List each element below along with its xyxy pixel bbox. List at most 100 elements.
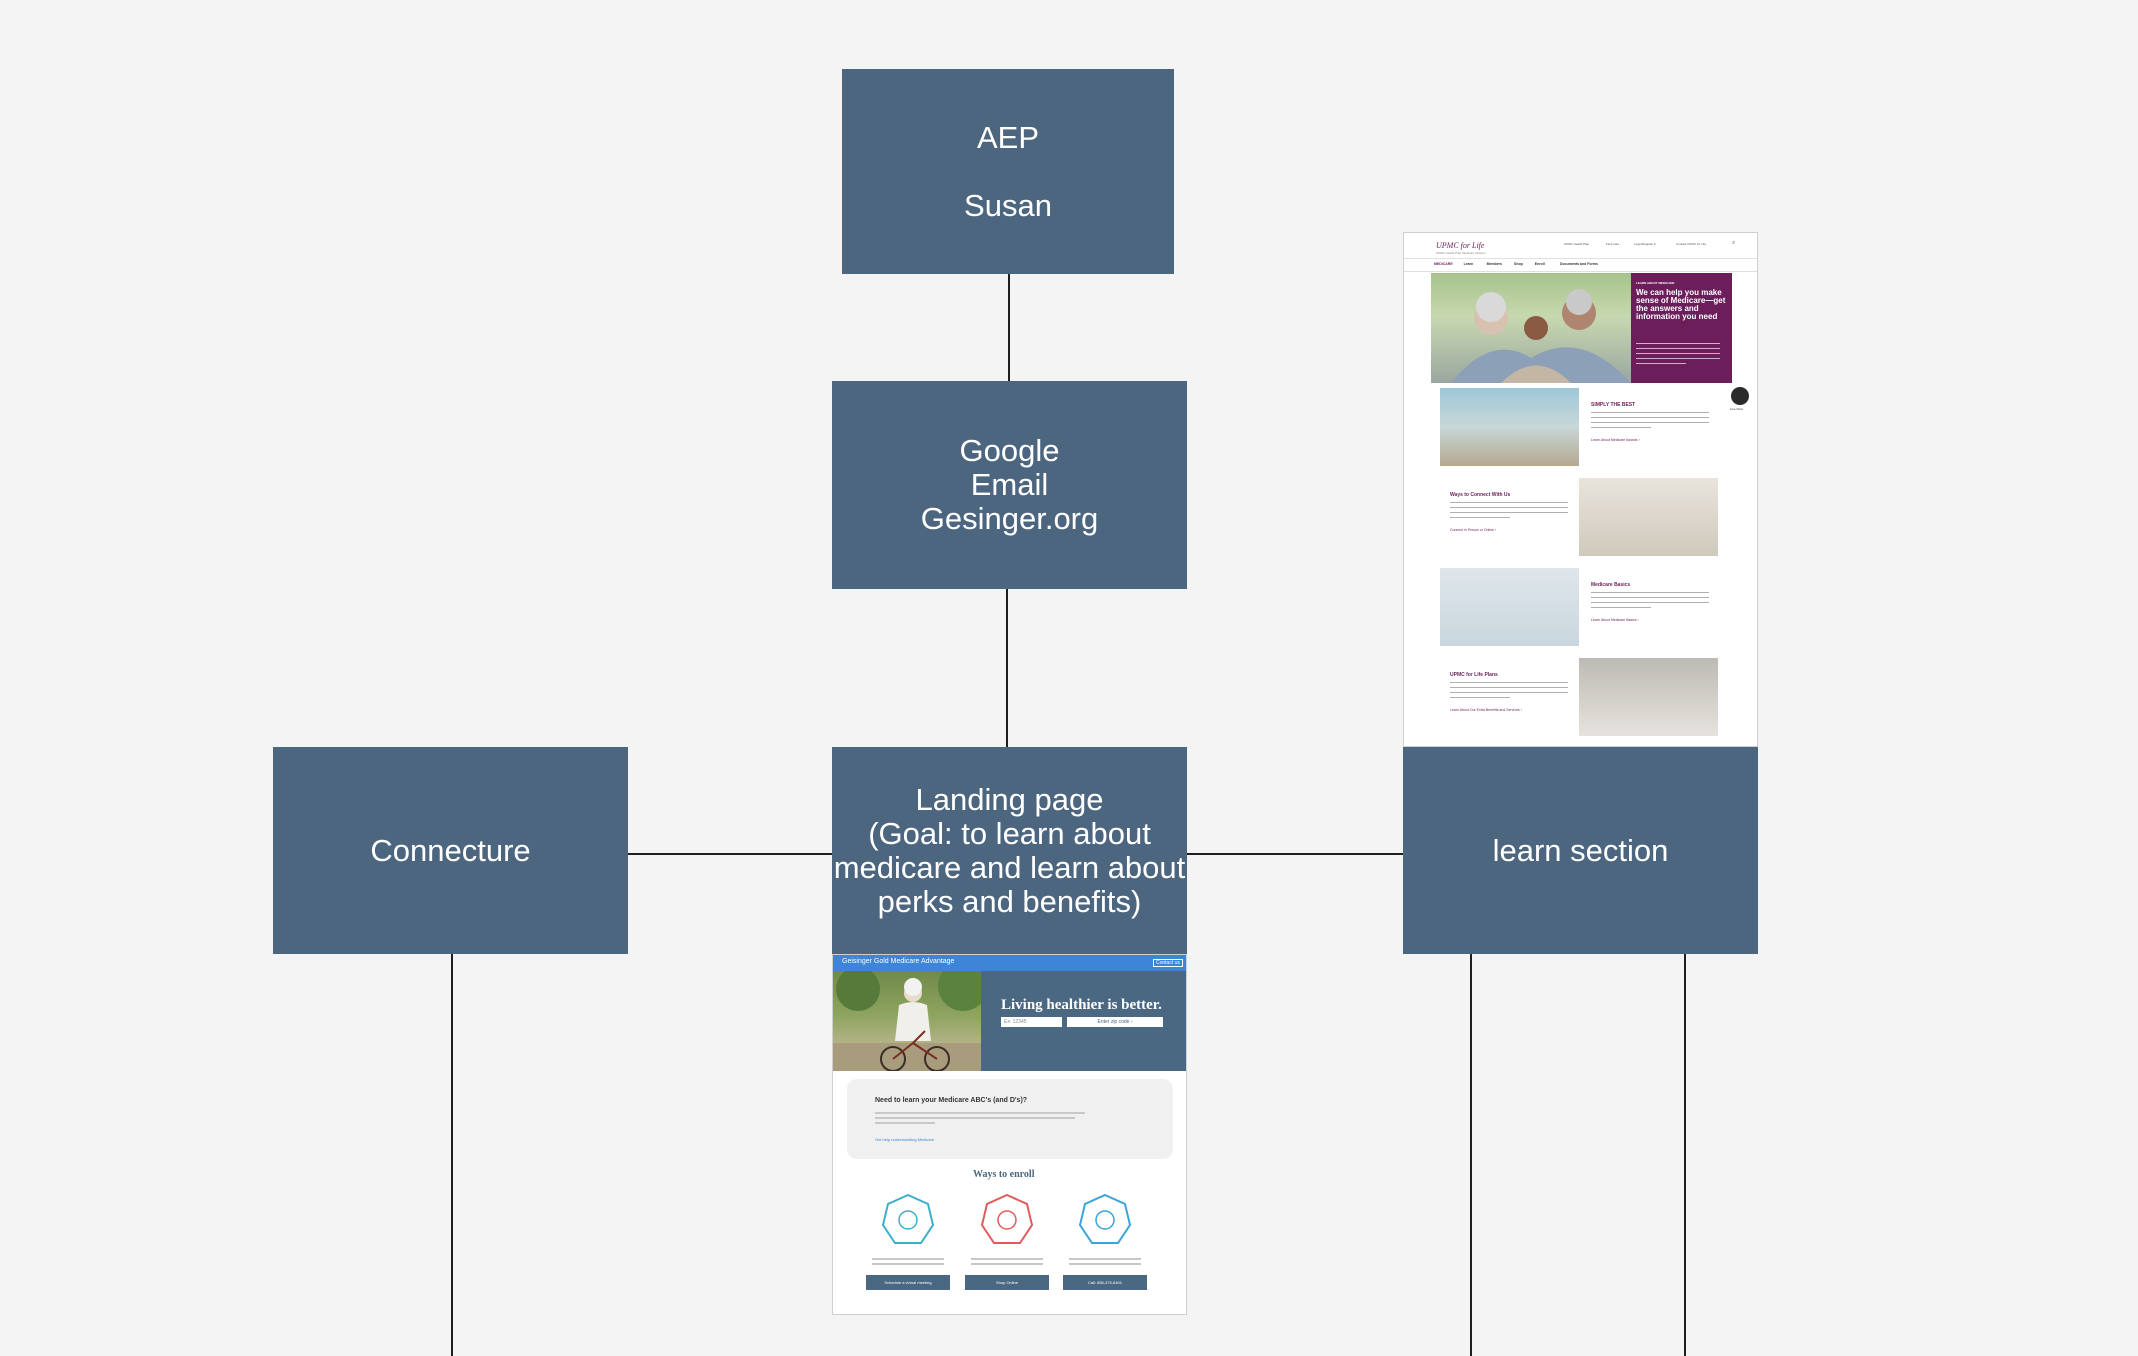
upmc-top-link[interactable]: UPMC Health Plan xyxy=(1564,242,1590,246)
upmc-hero-photo xyxy=(1431,273,1631,383)
node-landing-line2: (Goal: to learn about xyxy=(868,815,1151,851)
landing-card-text-line xyxy=(875,1122,935,1124)
node-landing-page[interactable]: Landing page (Goal: to learn about medic… xyxy=(832,747,1187,954)
way-button[interactable]: Shop Online xyxy=(965,1275,1049,1290)
landing-zip-input[interactable]: Ex: 12345 xyxy=(1001,1017,1062,1027)
section-text-line xyxy=(1450,502,1568,503)
upmc-nav-divider xyxy=(1404,271,1757,272)
landing-card-text-line xyxy=(875,1112,1085,1114)
landing-ways-title: Ways to enroll xyxy=(973,1169,1035,1180)
upmc-nav-item[interactable]: Shop xyxy=(1514,262,1523,266)
landing-info-card xyxy=(847,1079,1173,1159)
section-photo xyxy=(1440,388,1579,466)
upmc-nav-item[interactable]: Documents and Forms xyxy=(1560,262,1598,266)
connector-connecture-down xyxy=(451,954,453,1356)
node-channels-line3: Gesinger.org xyxy=(920,501,1099,536)
phone-icon xyxy=(1078,1193,1132,1247)
section-text-line xyxy=(1591,597,1709,598)
landing-ways-list: Schedule a virtual meeting Shop Online Cal… xyxy=(833,955,1186,1314)
way-button[interactable]: Schedule a virtual meeting xyxy=(866,1275,950,1290)
upmc-nav-item[interactable]: Members xyxy=(1486,262,1502,266)
upmc-hero-title: We can help you make sense of Medicare—g… xyxy=(1636,288,1726,321)
learn-section-screenshot: UPMC for Life UPMC Health Plan Medicare … xyxy=(1403,232,1758,747)
node-channels-line2: Email xyxy=(970,467,1049,502)
family-photo-illustration xyxy=(1451,289,1631,383)
connector-aep-channels xyxy=(1008,274,1010,381)
section-link[interactable]: Learn About Medicare Basics › xyxy=(1591,618,1639,622)
section-text-line xyxy=(1591,592,1709,593)
way-description-line xyxy=(872,1258,944,1260)
section-title: SIMPLY THE BEST xyxy=(1591,402,1636,408)
landing-zip-button[interactable]: Enter zip code › xyxy=(1067,1017,1163,1027)
section-text-line xyxy=(1450,512,1568,513)
landing-headline: Living healthier is better. xyxy=(1001,997,1162,1013)
node-learn-label: learn section xyxy=(1492,832,1669,868)
upmc-hero-text-line xyxy=(1636,363,1686,364)
node-landing-line4: perks and benefits) xyxy=(877,883,1142,919)
way-description-line xyxy=(971,1263,1043,1265)
upmc-top-link[interactable]: Login/Register ▾ xyxy=(1634,242,1656,246)
node-aep[interactable]: AEP Susan xyxy=(842,69,1174,274)
upmc-nav-item[interactable]: MEDICARE xyxy=(1434,262,1453,266)
upmc-nav-item[interactable]: Learn xyxy=(1463,262,1474,266)
section-text-line xyxy=(1591,417,1709,418)
section-text-line xyxy=(1450,697,1510,698)
way-description-line xyxy=(1069,1263,1141,1265)
section-photo xyxy=(1440,568,1579,646)
section-title: Ways to Connect With Us xyxy=(1450,492,1511,498)
live-chat-button[interactable] xyxy=(1731,387,1749,405)
upmc-hero-panel xyxy=(1631,273,1732,383)
section-photo xyxy=(1579,478,1718,556)
section-text-line xyxy=(1450,507,1568,508)
connector-landing-learn xyxy=(1186,853,1404,855)
connector-learn-down-right xyxy=(1684,948,1686,1356)
upmc-top-link[interactable]: Find Care xyxy=(1606,242,1620,246)
section-link[interactable]: Connect in Person or Online › xyxy=(1450,528,1497,532)
section-text-line xyxy=(1450,682,1568,683)
section-text-line xyxy=(1591,422,1709,423)
upmc-hero-eyebrow: LEARN ABOUT MEDICARE xyxy=(1636,281,1675,285)
landing-card-title: Need to learn your Medicare ABC's (and D… xyxy=(875,1097,1028,1104)
upmc-nav-item[interactable]: Enroll xyxy=(1534,262,1545,266)
shop-online-icon xyxy=(980,1193,1034,1247)
upmc-hero-text-line xyxy=(1636,358,1720,359)
upmc-top-link[interactable]: Contact UPMC for Life xyxy=(1676,242,1707,246)
way-description-line xyxy=(1069,1258,1141,1260)
node-channels[interactable]: Google Email Gesinger.org xyxy=(832,381,1187,589)
landing-top-bar xyxy=(833,955,1186,971)
woman-on-bike-illustration xyxy=(833,971,981,1071)
section-link[interactable]: Learn About Our Extra Benefits and Servi… xyxy=(1450,708,1522,712)
node-learn-section[interactable]: learn section xyxy=(1403,747,1758,954)
search-icon[interactable]: ⌕ xyxy=(1732,240,1736,246)
connector-learn-down-left xyxy=(1470,948,1472,1356)
landing-hero-photo xyxy=(833,971,981,1071)
node-aep-owner: Susan xyxy=(964,187,1052,223)
section-title: Medicare Basics xyxy=(1591,582,1631,588)
connector-connecture-landing xyxy=(627,853,833,855)
node-connecture[interactable]: Connecture xyxy=(273,747,628,954)
upmc-nav: MEDICARE Learn Members Shop Enroll Documents … xyxy=(1434,262,1734,270)
landing-contact-button[interactable]: Contact us xyxy=(1153,959,1183,967)
section-text-line xyxy=(1591,602,1709,603)
upmc-brand-sub: UPMC Health Plan Medicare Options xyxy=(1436,251,1486,255)
upmc-sections: SIMPLY THE BEST Learn About Medicare Awar… xyxy=(1404,233,1757,746)
landing-brand: Geisinger Gold Medicare Advantage xyxy=(842,958,955,965)
upmc-brand: UPMC for Life xyxy=(1436,241,1485,250)
way-description-line xyxy=(971,1258,1043,1260)
node-landing-line1: Landing page xyxy=(915,781,1104,817)
upmc-header-divider xyxy=(1404,258,1757,259)
section-text-line xyxy=(1591,607,1651,608)
section-title: UPMC for Life Plans xyxy=(1450,672,1498,678)
upmc-hero-text-line xyxy=(1636,348,1720,349)
live-chat-label: Live Chat xyxy=(1730,407,1743,411)
section-text-line xyxy=(1450,687,1568,688)
section-link[interactable]: Learn About Medicare Awards › xyxy=(1591,438,1640,442)
section-text-line xyxy=(1450,692,1568,693)
node-channels-line1: Google xyxy=(959,433,1060,468)
way-description-line xyxy=(872,1263,944,1265)
virtual-meeting-icon xyxy=(881,1193,935,1247)
way-button[interactable]: Call: 855-379-6401 xyxy=(1063,1275,1147,1290)
section-text-line xyxy=(1450,517,1510,518)
landing-card-link[interactable]: Get help understanding Medicare xyxy=(875,1137,935,1142)
